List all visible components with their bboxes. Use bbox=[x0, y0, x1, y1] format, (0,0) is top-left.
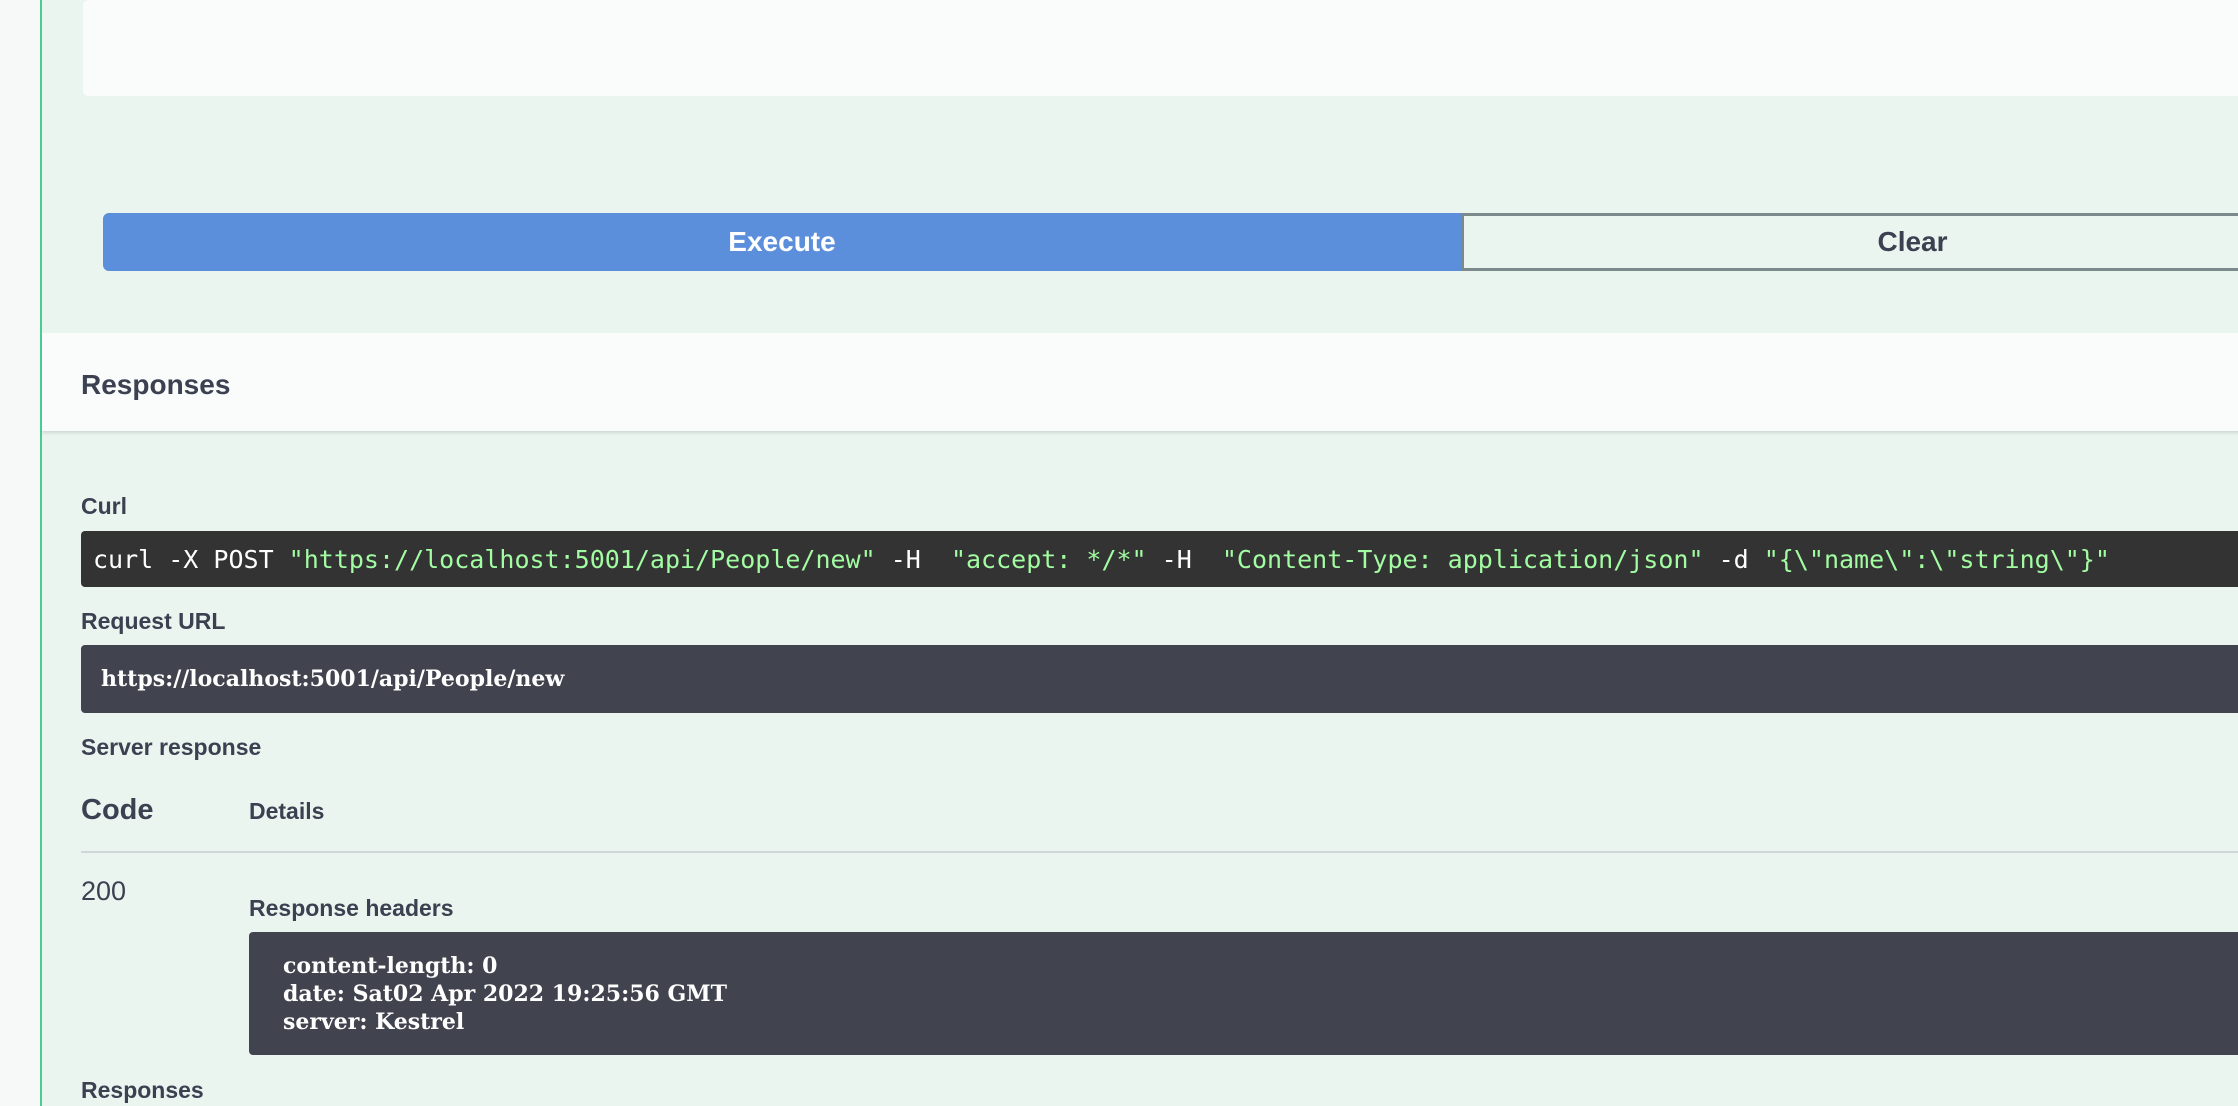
curl-text: -H bbox=[875, 544, 951, 574]
response-headers-label: Response headers bbox=[249, 895, 454, 921]
execute-button[interactable]: Execute bbox=[103, 213, 1461, 271]
table-divider bbox=[81, 851, 2238, 853]
responses-section-label: Responses bbox=[81, 1077, 204, 1103]
response-header-line: date: Sat02 Apr 2022 19:25:56 GMT bbox=[283, 981, 728, 1007]
request-url: https://localhost:5001/api/People/new bbox=[81, 645, 2238, 713]
curl-string: "{\"name\":\"string\"}" bbox=[1763, 544, 2110, 574]
details-column-header: Details bbox=[249, 798, 325, 824]
curl-string: "https://localhost:5001/api/People/new" bbox=[288, 544, 876, 574]
server-response-label: Server response bbox=[81, 734, 262, 760]
code-column-header: Code bbox=[81, 794, 154, 826]
curl-label: Curl bbox=[81, 493, 127, 519]
curl-string: "accept: */*" bbox=[950, 544, 1147, 574]
response-header-line: server: Kestrel bbox=[283, 1009, 465, 1035]
responses-header: Responses bbox=[42, 333, 2238, 431]
status-code: 200 bbox=[81, 876, 127, 906]
clear-button[interactable]: Clear bbox=[1461, 213, 2238, 271]
response-header-line: content-length: 0 bbox=[283, 953, 498, 979]
curl-string: "Content-Type: application/json" bbox=[1221, 544, 1704, 574]
operation-panel: Execute Clear Responses Curl curl -X POS… bbox=[40, 0, 2238, 1106]
request-body-textarea[interactable] bbox=[83, 0, 2238, 96]
curl-text: -H bbox=[1146, 544, 1222, 574]
curl-command: curl -X POST "https://localhost:5001/api… bbox=[81, 531, 2238, 587]
curl-text: curl -X POST bbox=[93, 544, 289, 574]
curl-text: -d bbox=[1703, 544, 1764, 574]
responses-title: Responses bbox=[81, 369, 231, 400]
request-url-label: Request URL bbox=[81, 608, 226, 634]
response-headers: content-length: 0 date: Sat02 Apr 2022 1… bbox=[249, 932, 2238, 1055]
